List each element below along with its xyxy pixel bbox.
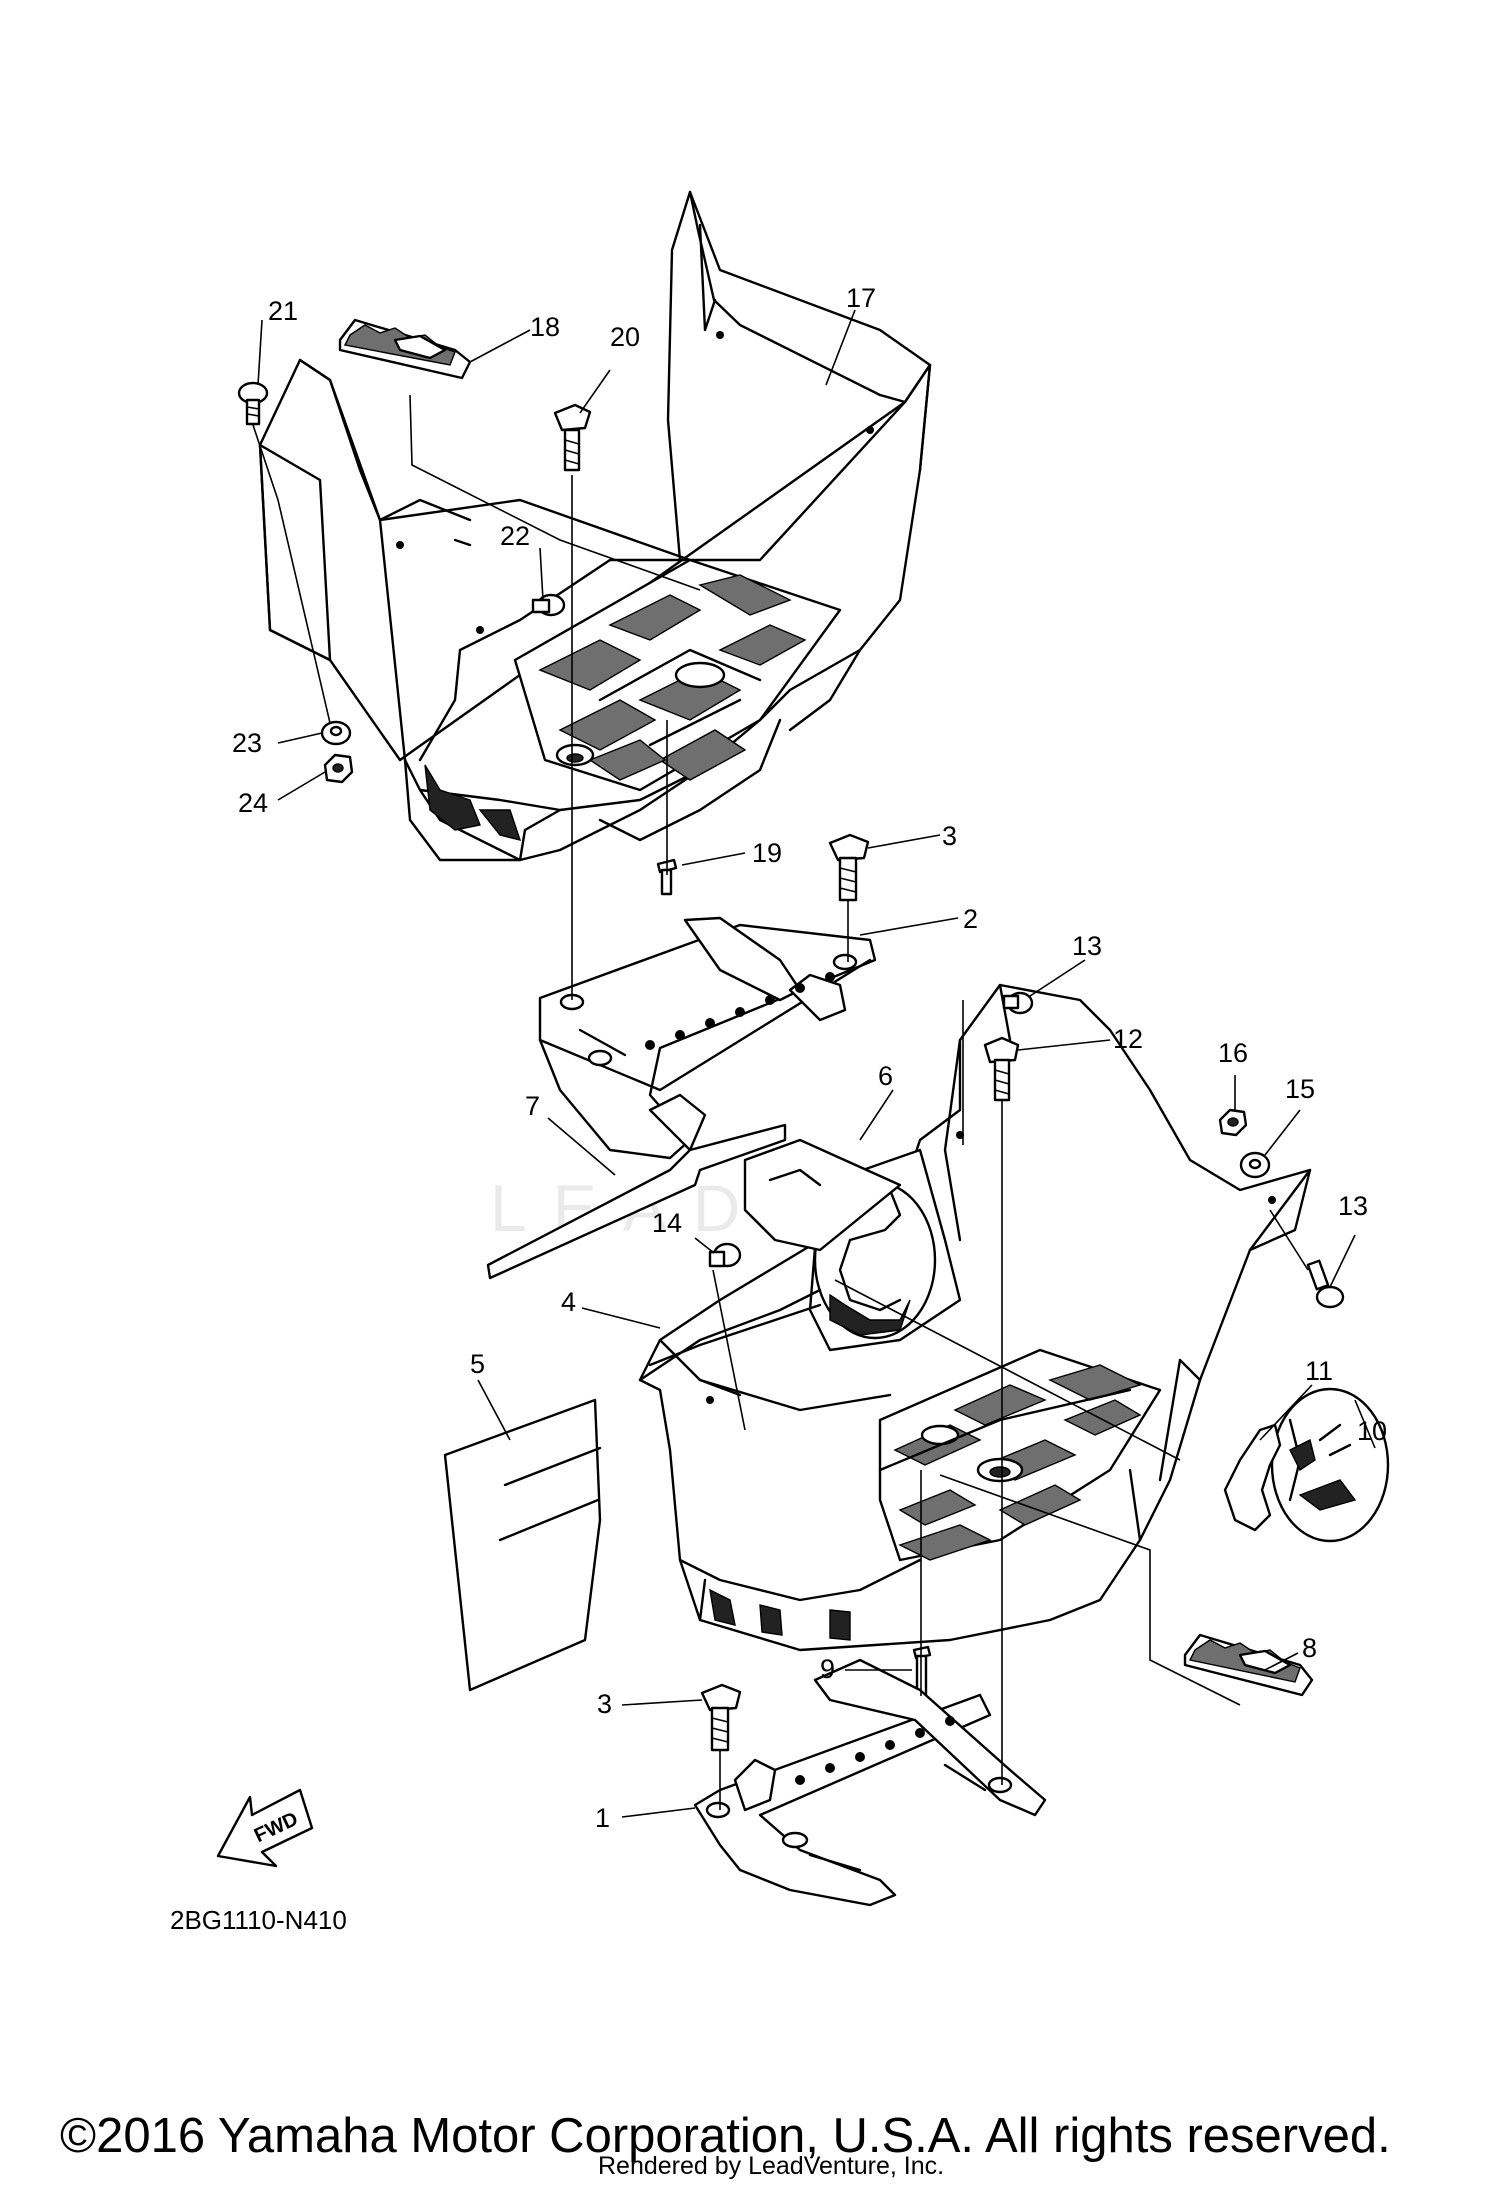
step-plate-18[interactable] [338, 318, 472, 380]
callout-11[interactable]: 11 [1305, 1356, 1333, 1386]
callout-18[interactable]: 18 [530, 312, 560, 342]
callout-24[interactable]: 24 [238, 788, 268, 818]
seal-sheet-6[interactable] [743, 1138, 902, 1252]
bracket-1[interactable] [693, 1658, 1047, 1907]
nut-24[interactable] [323, 753, 354, 784]
callout-17[interactable]: 17 [846, 283, 876, 313]
bolt-21[interactable] [237, 381, 269, 426]
callout-2[interactable]: 2 [963, 904, 978, 934]
bolt-20[interactable] [553, 403, 592, 472]
callout-13b[interactable]: 13 [1338, 1191, 1368, 1221]
callout-leaders [257, 309, 1376, 1818]
copyright: ©2016 Yamaha Motor Corporation, U.S.A. A… [60, 2109, 1391, 2163]
callout-20[interactable]: 20 [610, 322, 640, 352]
washer-15[interactable] [1239, 1151, 1271, 1179]
seal-11[interactable] [1223, 1423, 1282, 1532]
callout-3b[interactable]: 3 [597, 1689, 612, 1719]
bolt-3-upper[interactable] [828, 833, 870, 902]
diagram-code: 2BG1110-N410 [170, 1905, 347, 1935]
callout-14[interactable]: 14 [652, 1208, 682, 1238]
washer-23[interactable] [320, 720, 352, 746]
leader-lines [252, 394, 1309, 1810]
callout-numbers: 1 2 3 3 4 5 6 7 8 9 10 11 12 13 13 14 15… [232, 283, 1387, 1833]
callout-7[interactable]: 7 [525, 1091, 540, 1121]
footrest-right-4[interactable] [638, 983, 1312, 1652]
callout-4[interactable]: 4 [561, 1287, 576, 1317]
callout-3[interactable]: 3 [942, 821, 957, 851]
callout-22[interactable]: 22 [500, 521, 530, 551]
bolt-22[interactable] [531, 593, 566, 617]
nut-16[interactable] [1218, 1108, 1248, 1137]
callout-10[interactable]: 10 [1357, 1416, 1387, 1446]
bracket-2[interactable] [538, 916, 877, 1160]
bolt-13-lower[interactable] [1306, 1259, 1345, 1309]
sheet-5[interactable] [443, 1398, 602, 1692]
bolt-14[interactable] [708, 1242, 742, 1268]
step-plate-8[interactable] [1183, 1633, 1314, 1697]
callout-9[interactable]: 9 [820, 1654, 835, 1684]
footrest-left-17[interactable] [258, 190, 932, 862]
callout-15[interactable]: 15 [1285, 1074, 1315, 1104]
callout-23[interactable]: 23 [232, 728, 262, 758]
callout-12[interactable]: 12 [1113, 1024, 1143, 1054]
bolt-3-lower[interactable] [700, 1683, 742, 1752]
cover-10[interactable] [1270, 1387, 1390, 1543]
bolt-12[interactable] [983, 1036, 1020, 1102]
callout-8[interactable]: 8 [1302, 1633, 1317, 1663]
callout-13[interactable]: 13 [1072, 931, 1102, 961]
rendered-by: Rendered by LeadVenture, Inc. [598, 2152, 945, 2180]
callout-1[interactable]: 1 [595, 1803, 610, 1833]
callout-21[interactable]: 21 [268, 296, 298, 326]
callout-6[interactable]: 6 [878, 1061, 893, 1091]
fwd-arrow-icon: FWD [216, 1788, 314, 1868]
callout-19[interactable]: 19 [752, 838, 782, 868]
seal-sheet-7[interactable] [486, 1123, 787, 1280]
bolt-13-upper[interactable] [1002, 991, 1034, 1015]
callout-5[interactable]: 5 [470, 1349, 485, 1379]
callout-16[interactable]: 16 [1218, 1038, 1248, 1068]
